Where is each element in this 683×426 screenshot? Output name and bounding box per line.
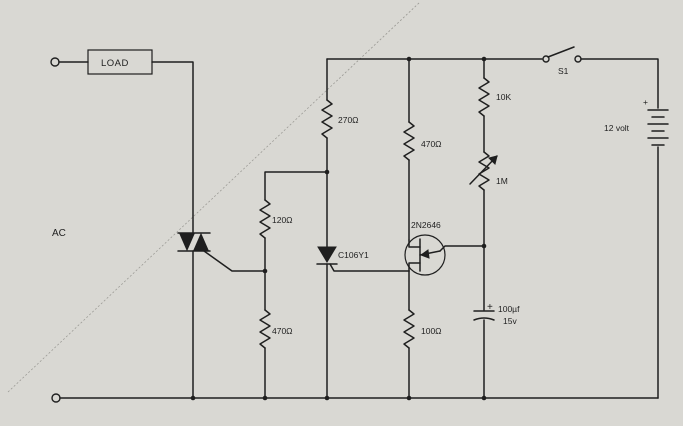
load-label: LOAD (101, 58, 129, 69)
r270-label: 270Ω (338, 115, 359, 125)
ac-label: AC (52, 228, 66, 239)
r10k-label: 10K (496, 92, 511, 102)
resistor-270: 270Ω (321, 58, 359, 248)
r120-label: 120Ω (272, 215, 293, 225)
ac-terminal-top (50, 57, 60, 67)
triac (177, 232, 266, 399)
cap-voltage-label: 15v (503, 316, 517, 326)
battery-12v: + 12 volt (604, 97, 669, 399)
battery-label: 12 volt (604, 123, 630, 133)
cap-value-label: 100µf (498, 304, 520, 314)
resistor-100: 100Ω (403, 270, 442, 399)
junction-dots (190, 56, 487, 401)
switch-s1: S1 (542, 46, 659, 109)
r100-label: 100Ω (421, 326, 442, 336)
ac-terminal-bottom (51, 393, 61, 403)
ac-input: AC (50, 57, 66, 403)
switch-label: S1 (558, 66, 569, 76)
r470-top-label: 470Ω (421, 139, 442, 149)
scan-fold-line (7, 1, 421, 393)
gate-divider: 120Ω 470Ω (259, 171, 328, 399)
load: LOAD (58, 49, 194, 234)
resistor-470-top: 470Ω (403, 58, 442, 241)
ujt-label: 2N2646 (411, 220, 441, 230)
scr-label: C106Y1 (338, 250, 369, 260)
r470-bottom-label: 470Ω (272, 326, 293, 336)
timing-branch: 10K 1M + 100µf 15v (469, 58, 520, 399)
battery-plus: + (643, 97, 648, 107)
scr-c106y1: C106Y1 (316, 246, 410, 399)
pot-label: 1M (496, 176, 508, 186)
cap-plus: + (487, 302, 493, 313)
ujt-2n2646: 2N2646 (404, 220, 485, 276)
